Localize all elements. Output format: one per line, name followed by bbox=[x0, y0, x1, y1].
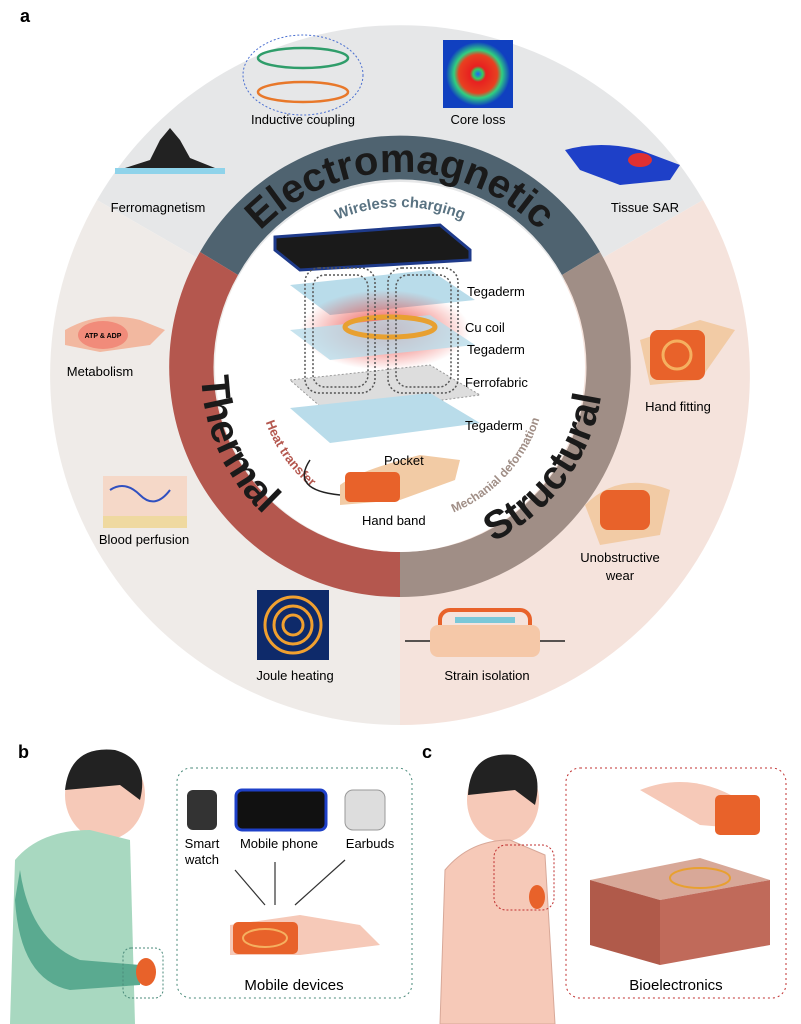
layer-label: Tegaderm bbox=[467, 284, 525, 299]
hand-fitting-label: Hand fitting bbox=[645, 399, 711, 414]
atp-adp-label: ATP & ADP bbox=[85, 333, 122, 340]
ferromagnetism-item: Ferromagnetism bbox=[111, 128, 225, 215]
hand-band bbox=[233, 922, 298, 954]
layer-tegaderm-3 bbox=[290, 393, 480, 443]
field-lines bbox=[304, 267, 459, 394]
phone-icon bbox=[273, 223, 472, 272]
layer-label: Cu coil bbox=[465, 320, 505, 335]
layer-label: Ferrofabric bbox=[465, 375, 528, 390]
earbuds-label: Earbuds bbox=[346, 836, 395, 851]
mobile-phone-icon bbox=[234, 788, 328, 832]
panel-label-a: a bbox=[20, 6, 31, 26]
strain-isolation-item: Strain isolation bbox=[405, 608, 565, 683]
hand-sar-icon bbox=[565, 145, 680, 185]
blood-perfusion-item: Blood perfusion bbox=[99, 476, 189, 547]
joule-heating-label: Joule heating bbox=[256, 668, 333, 683]
coil-icon bbox=[256, 46, 350, 70]
unobstructive-wear-label: Unobstructive bbox=[580, 550, 659, 565]
layer-ferrofabric bbox=[288, 364, 482, 416]
core-loss-item: Core loss bbox=[443, 40, 513, 127]
device-stack: Tegaderm Cu coil Tegaderm Ferrofabric Te… bbox=[273, 223, 528, 528]
joule-heating-item: Joule heating bbox=[256, 590, 334, 683]
mobile-phone-label: Mobile phone bbox=[240, 836, 318, 851]
metabolism-item: ATP & ADP Metabolism bbox=[65, 316, 165, 379]
ferromagnetism-label: Ferromagnetism bbox=[111, 200, 206, 215]
arrow-icon bbox=[303, 459, 341, 496]
panel-label-b: b bbox=[18, 742, 29, 762]
inductive-coupling-label: Inductive coupling bbox=[251, 112, 355, 127]
bioelectronics-box bbox=[565, 767, 787, 999]
smart-watch-label: Smart bbox=[185, 836, 220, 851]
layer-label: Tegaderm bbox=[465, 418, 523, 433]
hand-band-label: Hand band bbox=[362, 513, 426, 528]
inductive-coupling-item: Inductive coupling bbox=[242, 34, 364, 127]
smart-watch-label: watch bbox=[184, 852, 219, 867]
layer-label: Tegaderm bbox=[467, 342, 525, 357]
hand-fitting-item: Hand fitting bbox=[640, 320, 735, 414]
panel-b-person bbox=[10, 749, 164, 1024]
mobile-devices-caption: Mobile devices bbox=[244, 977, 343, 994]
coil-icon bbox=[256, 80, 350, 104]
pocket-label: Pocket bbox=[384, 453, 424, 468]
core-loss-heatmap bbox=[446, 42, 510, 106]
tissue-sar-item: Tissue SAR bbox=[565, 145, 680, 215]
ring-electromagnetic bbox=[200, 135, 600, 275]
arrows bbox=[234, 859, 346, 906]
coil-icon bbox=[669, 867, 731, 889]
hand-band bbox=[345, 472, 400, 502]
panel-c-person bbox=[439, 754, 556, 1024]
skin-block bbox=[590, 858, 770, 900]
mobile-devices-box bbox=[176, 767, 413, 999]
core-loss-label: Core loss bbox=[451, 112, 506, 127]
bioelectronics-caption: Bioelectronics bbox=[629, 977, 722, 994]
field-icon bbox=[242, 34, 364, 116]
smart-watch-icon bbox=[187, 790, 217, 830]
panel-label-c: c bbox=[422, 742, 432, 762]
blood-perfusion-label: Blood perfusion bbox=[99, 532, 189, 547]
unobstructive-wear-item: Unobstructive wear bbox=[580, 482, 670, 583]
unobstructive-wear-label: wear bbox=[605, 568, 635, 583]
ferromagnetism-icon bbox=[125, 128, 215, 168]
metabolism-label: Metabolism bbox=[67, 364, 133, 379]
tissue-sar-label: Tissue SAR bbox=[611, 200, 679, 215]
ring-thermal bbox=[169, 252, 400, 598]
ring-structural bbox=[400, 252, 631, 598]
cu-coil bbox=[342, 314, 438, 340]
strain-isolation-label: Strain isolation bbox=[444, 668, 529, 683]
earbuds-icon bbox=[344, 789, 386, 831]
